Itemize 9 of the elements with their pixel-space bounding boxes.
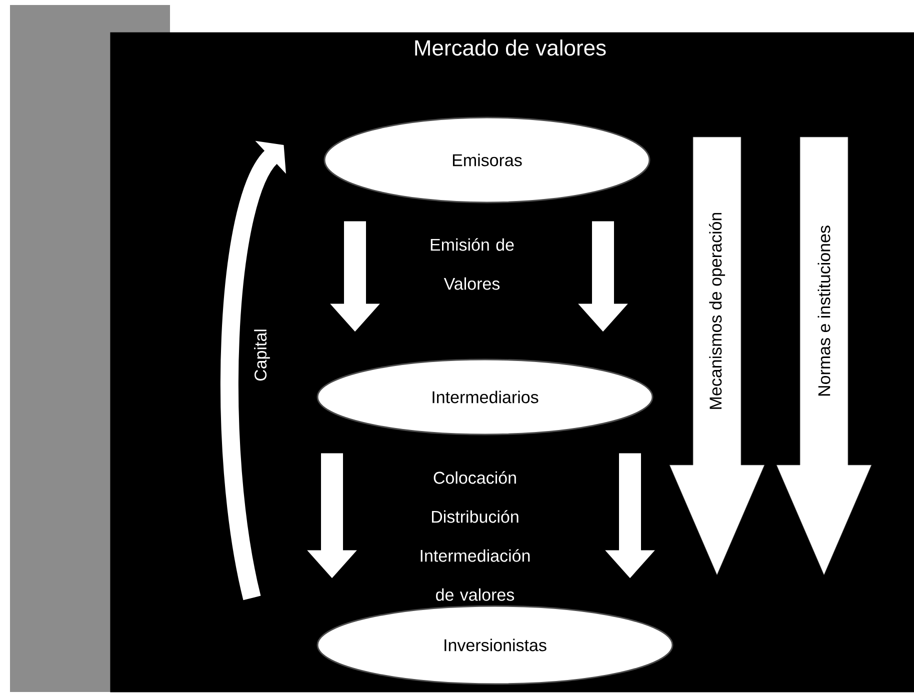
text-label: Colocación Distribución Intermediación de valores: [420, 471, 530, 601]
text-label: Emisión de Valores: [430, 238, 514, 290]
ellipse-node: Emisoras: [324, 116, 650, 204]
arrow-banner: Normas e instituciones: [776, 136, 872, 576]
edge-label: Capital: [254, 330, 270, 381]
ellipse-node: Inversionistas: [316, 605, 674, 685]
ellipse-node: Intermediarios: [316, 358, 654, 436]
arrow-banner: Mecanismos de operación: [669, 136, 765, 576]
title: Mercado de valores: [415, 40, 606, 56]
